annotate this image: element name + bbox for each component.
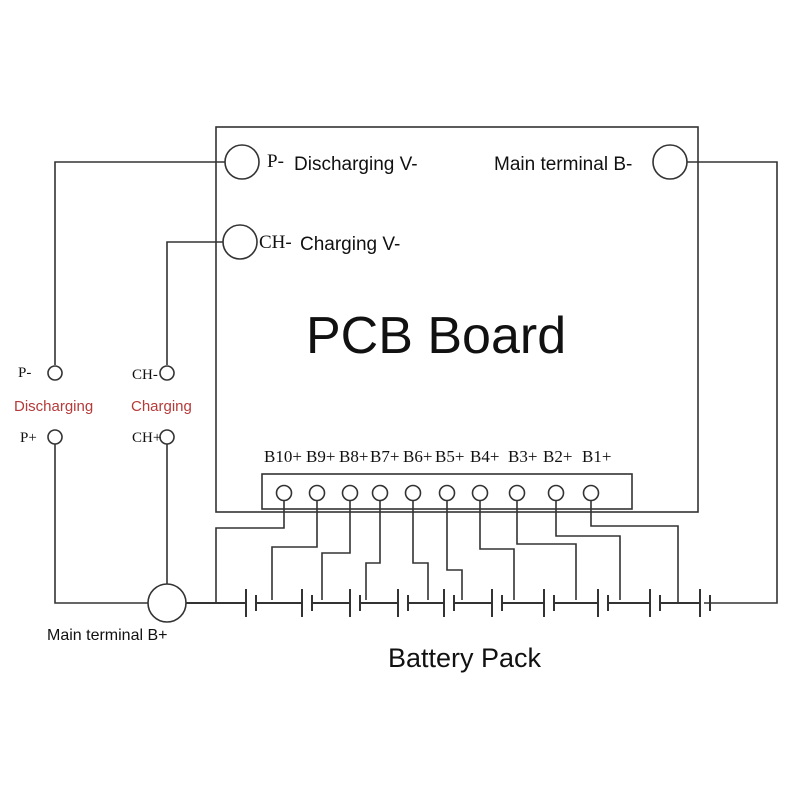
p-minus-code: P- [267, 151, 284, 172]
pin-label-b10: B10+ [264, 447, 302, 466]
ch-plus-port [159, 429, 175, 445]
pin-b10 [275, 484, 293, 502]
battery-cells [186, 589, 711, 617]
ch-minus-code: CH- [259, 232, 292, 253]
lead-b10 [215, 500, 285, 603]
discharging-v-minus-label: Discharging V- [294, 154, 418, 175]
pin-b4 [471, 484, 489, 502]
ch-minus-terminal [222, 224, 258, 260]
pin-b7 [371, 484, 389, 502]
pin-label-b4: B4+ [470, 447, 500, 466]
lead-b9 [271, 500, 318, 600]
main-terminal-b-minus-label: Main terminal B- [494, 154, 633, 175]
pin-b1 [582, 484, 600, 502]
pin-b6 [404, 484, 422, 502]
balance-leads [215, 500, 679, 603]
pcb-board-title: PCB Board [306, 307, 567, 365]
ch-plus-port-label: CH+ [132, 430, 162, 446]
charging-wire [166, 241, 225, 365]
pin-b3 [508, 484, 526, 502]
pin-b8 [341, 484, 359, 502]
b-minus-wire [686, 161, 778, 604]
pin-label-b3: B3+ [508, 447, 538, 466]
pin-label-b2: B2+ [543, 447, 573, 466]
pin-label-b1: B1+ [582, 447, 612, 466]
lead-b7 [365, 500, 381, 600]
pin-label-b6: B6+ [403, 447, 433, 466]
balance-pins [275, 484, 600, 502]
pin-label-b8: B8+ [339, 447, 369, 466]
pin-b5 [438, 484, 456, 502]
pcb-board-outline [215, 126, 699, 513]
p-minus-port [47, 365, 63, 381]
pin-b9 [308, 484, 326, 502]
lead-b8 [321, 500, 351, 600]
lead-b4 [479, 500, 515, 600]
lead-b6 [412, 500, 429, 600]
battery-pack-label: Battery Pack [388, 643, 542, 673]
ch-minus-port [159, 365, 175, 381]
main-b-minus-terminal [652, 144, 688, 180]
charging-port-label: Charging [131, 398, 192, 415]
pin-b2 [547, 484, 565, 502]
p-plus-port [47, 429, 63, 445]
discharging-wire [54, 161, 225, 365]
ch-minus-port-label: CH- [132, 367, 158, 383]
pin-label-b7: B7+ [370, 447, 400, 466]
p-minus-terminal [224, 144, 260, 180]
p-minus-port-label: P- [18, 365, 32, 381]
p-plus-wire [54, 444, 150, 604]
main-terminal-b-plus-label: Main terminal B+ [47, 627, 168, 644]
lead-b3 [516, 500, 577, 600]
charging-v-minus-label: Charging V- [300, 234, 401, 255]
p-plus-port-label: P+ [20, 430, 37, 446]
main-b-plus-terminal [147, 583, 187, 623]
pin-label-b5: B5+ [435, 447, 465, 466]
pin-label-b9: B9+ [306, 447, 336, 466]
lead-b2 [555, 500, 621, 600]
lead-b1 [590, 500, 679, 603]
discharging-port-label: Discharging [14, 398, 94, 415]
lead-b5 [446, 500, 463, 600]
